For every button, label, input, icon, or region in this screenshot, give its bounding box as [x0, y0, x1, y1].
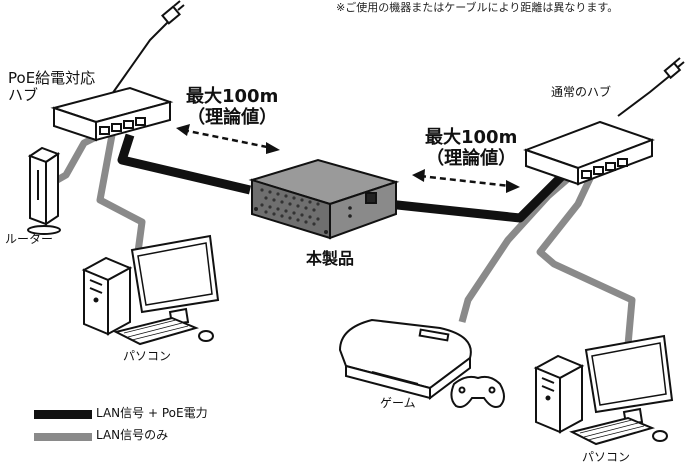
legend-swatch-lan	[34, 433, 92, 441]
distance-note: ※ご使用の機器またはケーブルにより距離は異なります。	[336, 1, 619, 14]
distance-label-2-note: （理論値）	[426, 147, 517, 169]
arrowhead-2a	[412, 169, 425, 182]
cable-poehub-to-product	[117, 133, 252, 195]
poe-hub-label-line2: ハブ	[8, 86, 39, 105]
poe-hub-label-line1: PoE給電対応	[8, 69, 96, 87]
product-device	[248, 158, 400, 240]
distance-arrow-2	[419, 174, 511, 188]
arrowhead-1b	[266, 142, 280, 154]
game-label: ゲーム	[380, 396, 416, 410]
legend-swatch-poe	[34, 410, 92, 419]
power-cord-normal-hub	[617, 57, 685, 117]
arrowhead-2b	[506, 180, 520, 193]
poe-hub-device	[50, 86, 174, 142]
pc-right-device	[533, 334, 674, 446]
arrowhead-1a	[176, 124, 190, 136]
cable-switch-to-pc	[536, 168, 636, 346]
cable-switch-to-game	[458, 167, 581, 323]
normal-hub-label: 通常のハブ	[551, 85, 612, 99]
distance-label-1-note: （理論値）	[187, 106, 278, 128]
pc-right-label: パソコン	[582, 450, 631, 464]
distance-label-1: 最大100m （理論値）	[186, 86, 279, 128]
legend-label-lan: LAN信号のみ	[96, 428, 169, 442]
poe-cables	[117, 133, 572, 223]
poe-hub-label: PoE給電対応 ハブ	[8, 69, 96, 105]
legend-label-poe: LAN信号 + PoE電力	[96, 406, 208, 420]
cable-hub-to-router	[50, 131, 102, 187]
power-cord-poe-hub	[111, 0, 185, 95]
distance-label-2: 最大100m （理論値）	[425, 127, 518, 169]
pc-left-device	[81, 234, 220, 346]
cable-product-to-switch	[387, 166, 572, 223]
cable-hub-to-pc	[96, 134, 146, 253]
distance-label-2-value: 最大100m	[425, 127, 518, 148]
pc-left-label: パソコン	[123, 349, 172, 363]
distance-label-1-value: 最大100m	[186, 86, 279, 107]
game-console-device	[338, 318, 505, 408]
router-label: ルーター	[5, 232, 54, 246]
distance-arrow-1	[182, 128, 273, 150]
product-label: 本製品	[306, 249, 355, 268]
normal-hub-device	[523, 120, 655, 186]
router-device	[27, 146, 61, 235]
